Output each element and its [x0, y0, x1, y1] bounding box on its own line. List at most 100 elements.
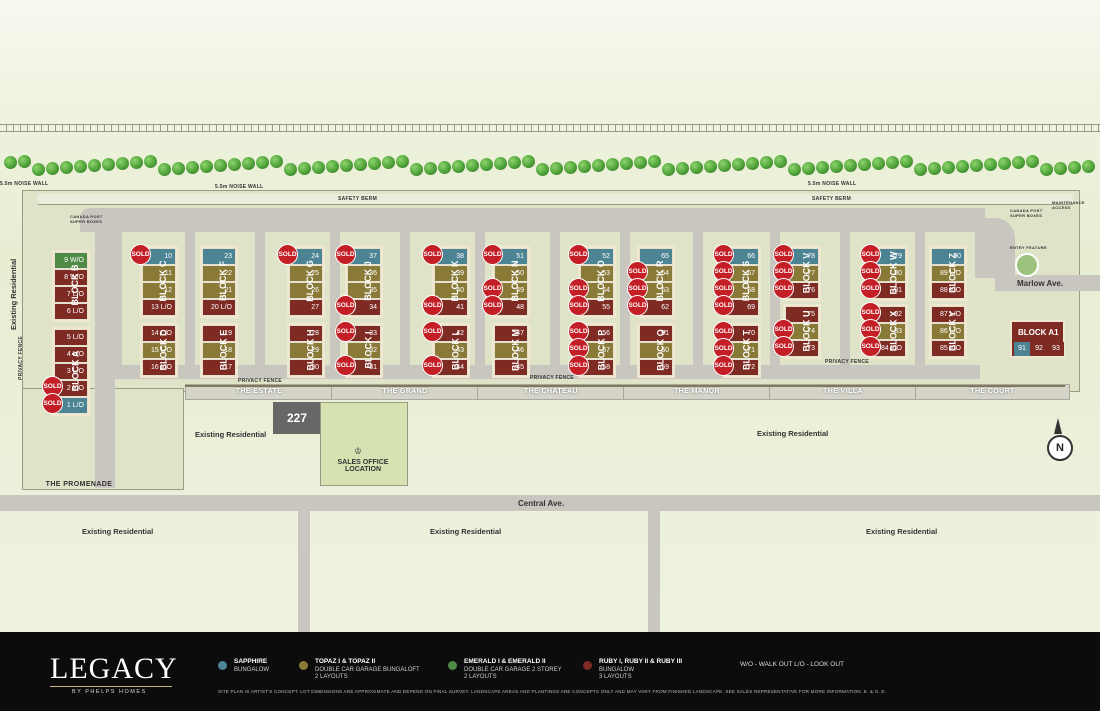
sold-badge: SOLD	[627, 295, 648, 316]
lot-90[interactable]: 90	[931, 248, 965, 265]
lot-89[interactable]: 89 L/O	[931, 265, 965, 282]
lot-87[interactable]: 87 L/O	[931, 306, 965, 323]
lot-3[interactable]: 3 L/O	[54, 363, 88, 380]
lot-20[interactable]: 20 L/O	[202, 299, 236, 316]
lot-85[interactable]: 85 L/O	[931, 340, 965, 357]
lot-46[interactable]: 46	[494, 342, 528, 359]
tree-icon	[480, 158, 493, 171]
lot-43[interactable]: 43	[434, 342, 468, 359]
tree-icon	[452, 160, 465, 173]
lot-50[interactable]: 50	[494, 265, 528, 282]
sold-badge: SOLD	[277, 244, 298, 265]
sold-badge: SOLD	[773, 278, 794, 299]
tree-icon	[382, 156, 395, 169]
lot-59[interactable]: 59	[639, 359, 673, 376]
tree-icon	[564, 161, 577, 174]
lot-40[interactable]: 40	[434, 282, 468, 299]
lot-86[interactable]: 86 L/O	[931, 323, 965, 340]
lot-75[interactable]: 75	[785, 306, 819, 323]
lot-227: 227	[273, 402, 321, 434]
tree-icon	[60, 161, 73, 174]
lot-27[interactable]: 27	[289, 299, 323, 316]
lot-6[interactable]: 6 L/O	[54, 303, 88, 320]
lot-32[interactable]: 32	[347, 342, 381, 359]
block-label: BLOCK V	[801, 252, 811, 293]
lot-7[interactable]: 7 L/O	[54, 286, 88, 303]
lot-45[interactable]: 45	[494, 359, 528, 376]
legacy-logo: LEGACY	[50, 652, 178, 685]
tree-icon	[704, 160, 717, 173]
lot-12[interactable]: 12	[142, 282, 176, 299]
lot-93[interactable]: 93	[1048, 342, 1064, 356]
lot-53[interactable]: 53	[580, 265, 614, 282]
lot-60[interactable]: 60	[639, 342, 673, 359]
lot-91[interactable]: 91	[1014, 342, 1030, 356]
sold-badge: SOLD	[422, 321, 443, 342]
sold-badge: SOLD	[713, 295, 734, 316]
tree-icon	[984, 158, 997, 171]
tree-icon	[998, 157, 1011, 170]
existing-residential-1: Existing Residential	[195, 430, 267, 439]
lot-61[interactable]: 61	[639, 325, 673, 342]
block-label: BLOCK D	[158, 329, 168, 370]
lot-11[interactable]: 11	[142, 265, 176, 282]
lot-65[interactable]: 65	[639, 248, 673, 265]
lot-22[interactable]: 22	[202, 265, 236, 282]
lot-8[interactable]: 8 W/O	[54, 269, 88, 286]
lot-15[interactable]: 15 L/O	[142, 342, 176, 359]
noise-wall-corner-label: 5.5m NOISE WALL	[0, 181, 49, 187]
tree-icon	[550, 162, 563, 175]
lot-35[interactable]: 35	[347, 282, 381, 299]
tree-icon	[592, 159, 605, 172]
lot-17[interactable]: 17	[202, 359, 236, 376]
lot-92[interactable]: 92	[1031, 342, 1047, 356]
sold-badge: SOLD	[130, 244, 151, 265]
lot-36[interactable]: 36	[347, 265, 381, 282]
lot-28[interactable]: 28	[289, 325, 323, 342]
block-label: BLOCK U	[801, 310, 811, 351]
lot-88[interactable]: 88 L/O	[931, 282, 965, 299]
lot-21[interactable]: 21	[202, 282, 236, 299]
tree-icon	[88, 159, 101, 172]
tree-icon	[830, 160, 843, 173]
lot-30[interactable]: 30	[289, 359, 323, 376]
tree-icon	[18, 155, 31, 168]
sold-badge: SOLD	[568, 295, 589, 316]
lot-16[interactable]: 16 L/O	[142, 359, 176, 376]
sold-badge: SOLD	[860, 278, 881, 299]
lot-18[interactable]: 18	[202, 342, 236, 359]
lot-29[interactable]: 29	[289, 342, 323, 359]
tree-icon	[172, 162, 185, 175]
lot-39[interactable]: 39	[434, 265, 468, 282]
sold-badge: SOLD	[568, 244, 589, 265]
lot-19[interactable]: 19	[202, 325, 236, 342]
tree-icon	[970, 159, 983, 172]
side-street-1	[298, 511, 310, 632]
block-label: BLOCK R	[655, 260, 665, 302]
lot-23[interactable]: 23	[202, 248, 236, 265]
lot-26[interactable]: 26	[289, 282, 323, 299]
central-ave-label: Central Ave.	[518, 499, 565, 508]
lot-5[interactable]: 5 L/O	[54, 329, 88, 346]
lot-25[interactable]: 25	[289, 265, 323, 282]
tree-icon	[1068, 161, 1081, 174]
block-label: BLOCK N	[510, 260, 520, 302]
lot-14[interactable]: 14 L/O	[142, 325, 176, 342]
lot-47[interactable]: 47	[494, 325, 528, 342]
sold-badge: SOLD	[422, 355, 443, 376]
lot-4[interactable]: 4 L/O	[54, 346, 88, 363]
lot-13[interactable]: 13 L/O	[142, 299, 176, 316]
tree-icon	[746, 157, 759, 170]
lot-9[interactable]: 9 W/O	[54, 252, 88, 269]
block-label: BLOCK P	[596, 329, 606, 370]
tree-icon	[116, 157, 129, 170]
tree-icon	[4, 156, 17, 169]
tree-icon	[676, 162, 689, 175]
block-label: BLOCK M	[510, 328, 520, 371]
tree-icon	[690, 161, 703, 174]
